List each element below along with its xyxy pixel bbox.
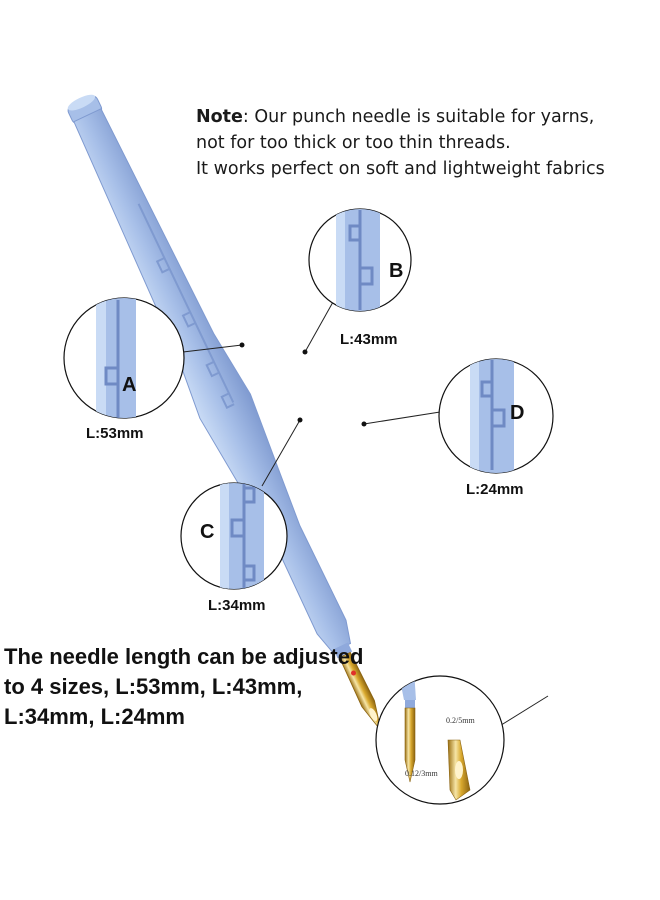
callout-circle-c	[180, 482, 288, 590]
callout-circle-a	[63, 297, 185, 419]
note-prefix: Note	[196, 107, 243, 127]
callout-length-b: L:43mm	[340, 331, 398, 348]
product-note: Note: Our punch needle is suitable for y…	[196, 104, 656, 182]
tip-size-lower: 0.12/3mm	[405, 769, 438, 778]
note-line-1-text: : Our punch needle is suitable for yarns…	[242, 107, 595, 127]
note-line-2: not for too thick or too thin threads.	[196, 133, 511, 153]
adjustment-line-3: L:34mm, L:24mm	[4, 704, 185, 729]
adjustment-description: The needle length can be adjusted to 4 s…	[4, 642, 424, 732]
note-line-1: Note: Our punch needle is suitable for y…	[196, 104, 656, 130]
callout-letter-d: D	[510, 402, 525, 424]
callout-length-c: L:34mm	[208, 597, 266, 614]
callout-connectors	[182, 301, 549, 728]
callout-letter-b: B	[389, 260, 404, 282]
callout-circle-b	[308, 208, 412, 312]
callout-length-a: L:53mm	[86, 425, 144, 442]
adjustment-line-2: to 4 sizes, L:53mm, L:43mm,	[4, 674, 303, 699]
callout-length-d: L:24mm	[466, 481, 524, 498]
callout-letter-c: C	[200, 521, 215, 543]
callout-circle-d	[438, 358, 554, 474]
adjustment-line-1: The needle length can be adjusted	[4, 644, 364, 669]
note-line-3: It works perfect on soft and lightweight…	[196, 159, 605, 179]
callout-letter-a: A	[122, 374, 137, 396]
tip-size-upper: 0.2/5mm	[446, 716, 475, 725]
connector-dots	[239, 342, 367, 427]
